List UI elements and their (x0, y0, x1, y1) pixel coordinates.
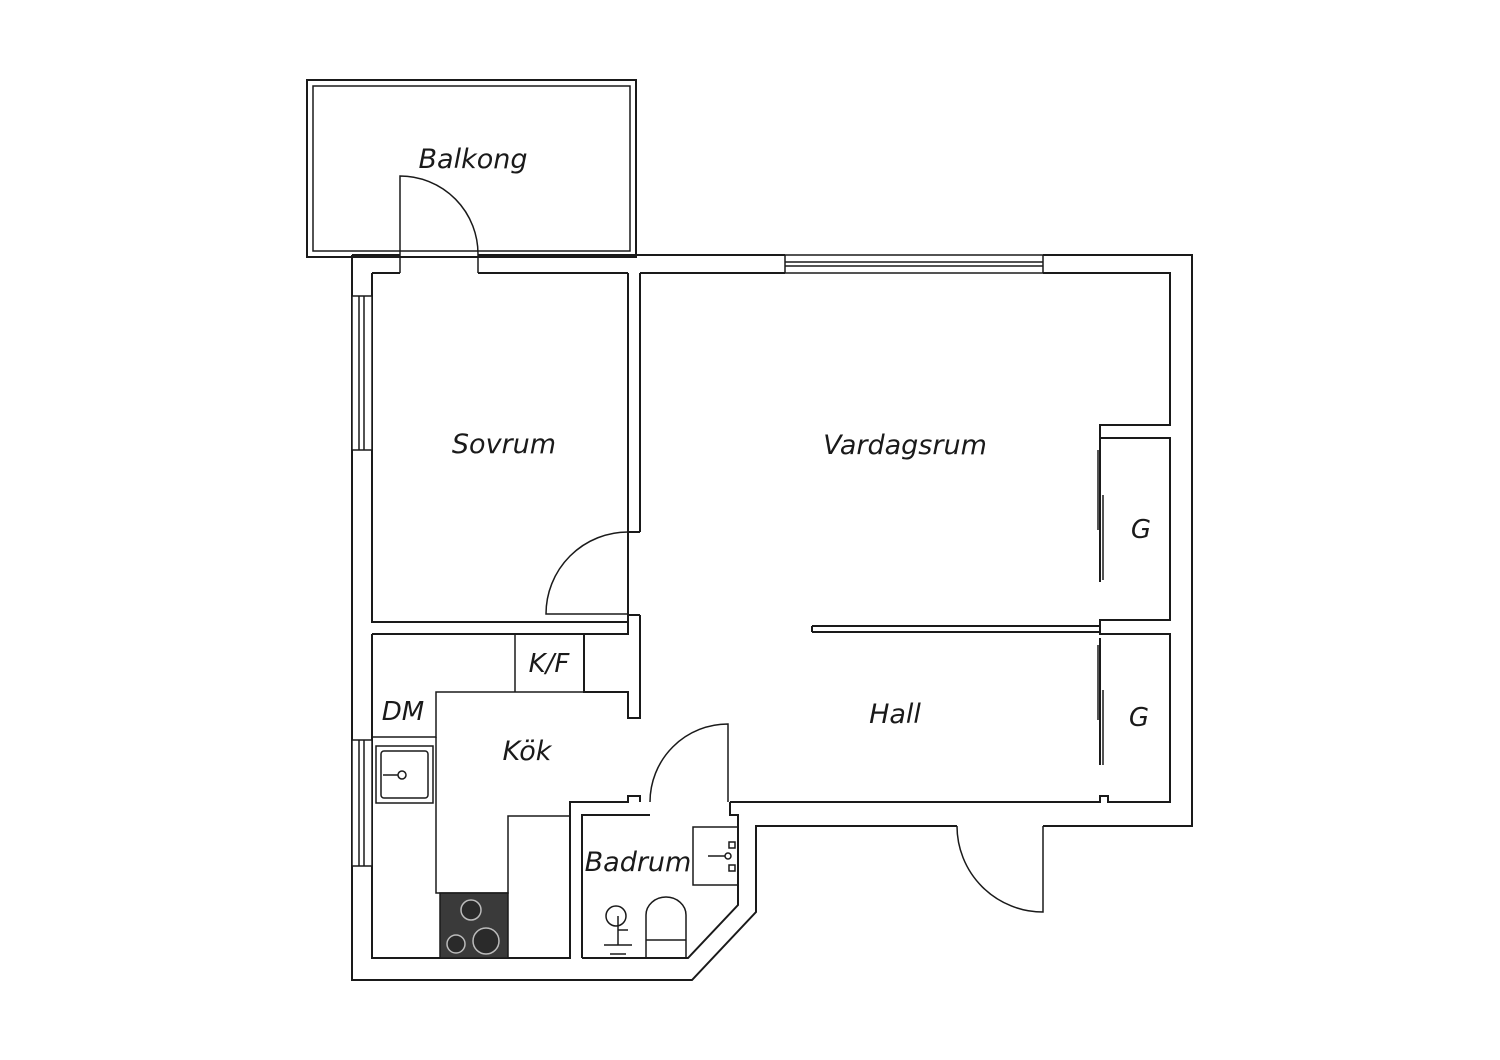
toilet-icon (645, 896, 687, 958)
sink-icon (375, 745, 434, 804)
room-label-wardrobe-2: G (1129, 703, 1149, 733)
partitions (628, 438, 1101, 765)
room-label-bedroom: Sovrum (452, 429, 556, 460)
window-icon (784, 254, 1044, 274)
room-label-hall: Hall (869, 699, 921, 730)
sink-icon (692, 826, 739, 886)
door-swing-icon (399, 175, 479, 273)
room-label-living-room: Vardagsrum (823, 430, 987, 461)
balcony (306, 79, 637, 258)
room-label-dishwasher: DM (382, 697, 424, 727)
wardrobe-door-icon (1097, 450, 1104, 580)
room-label-fridge-freezer: K/F (529, 649, 571, 679)
door-swing-icon (545, 531, 629, 615)
wardrobe-door-icon (1097, 645, 1104, 765)
window-icon (351, 739, 373, 867)
door-swing-icon (649, 723, 729, 803)
stove-icon (439, 892, 509, 959)
outer-walls (351, 254, 1193, 981)
room-label-bathroom: Badrum (585, 847, 692, 878)
room-label-balcony: Balkong (419, 144, 528, 175)
room-label-kitchen: Kök (503, 736, 553, 767)
room-label-wardrobe-1: G (1131, 515, 1151, 545)
shower-icon (604, 905, 632, 955)
window-icon (351, 295, 373, 451)
door-swing-icon (956, 825, 1044, 913)
bathroom-walls (581, 802, 739, 959)
